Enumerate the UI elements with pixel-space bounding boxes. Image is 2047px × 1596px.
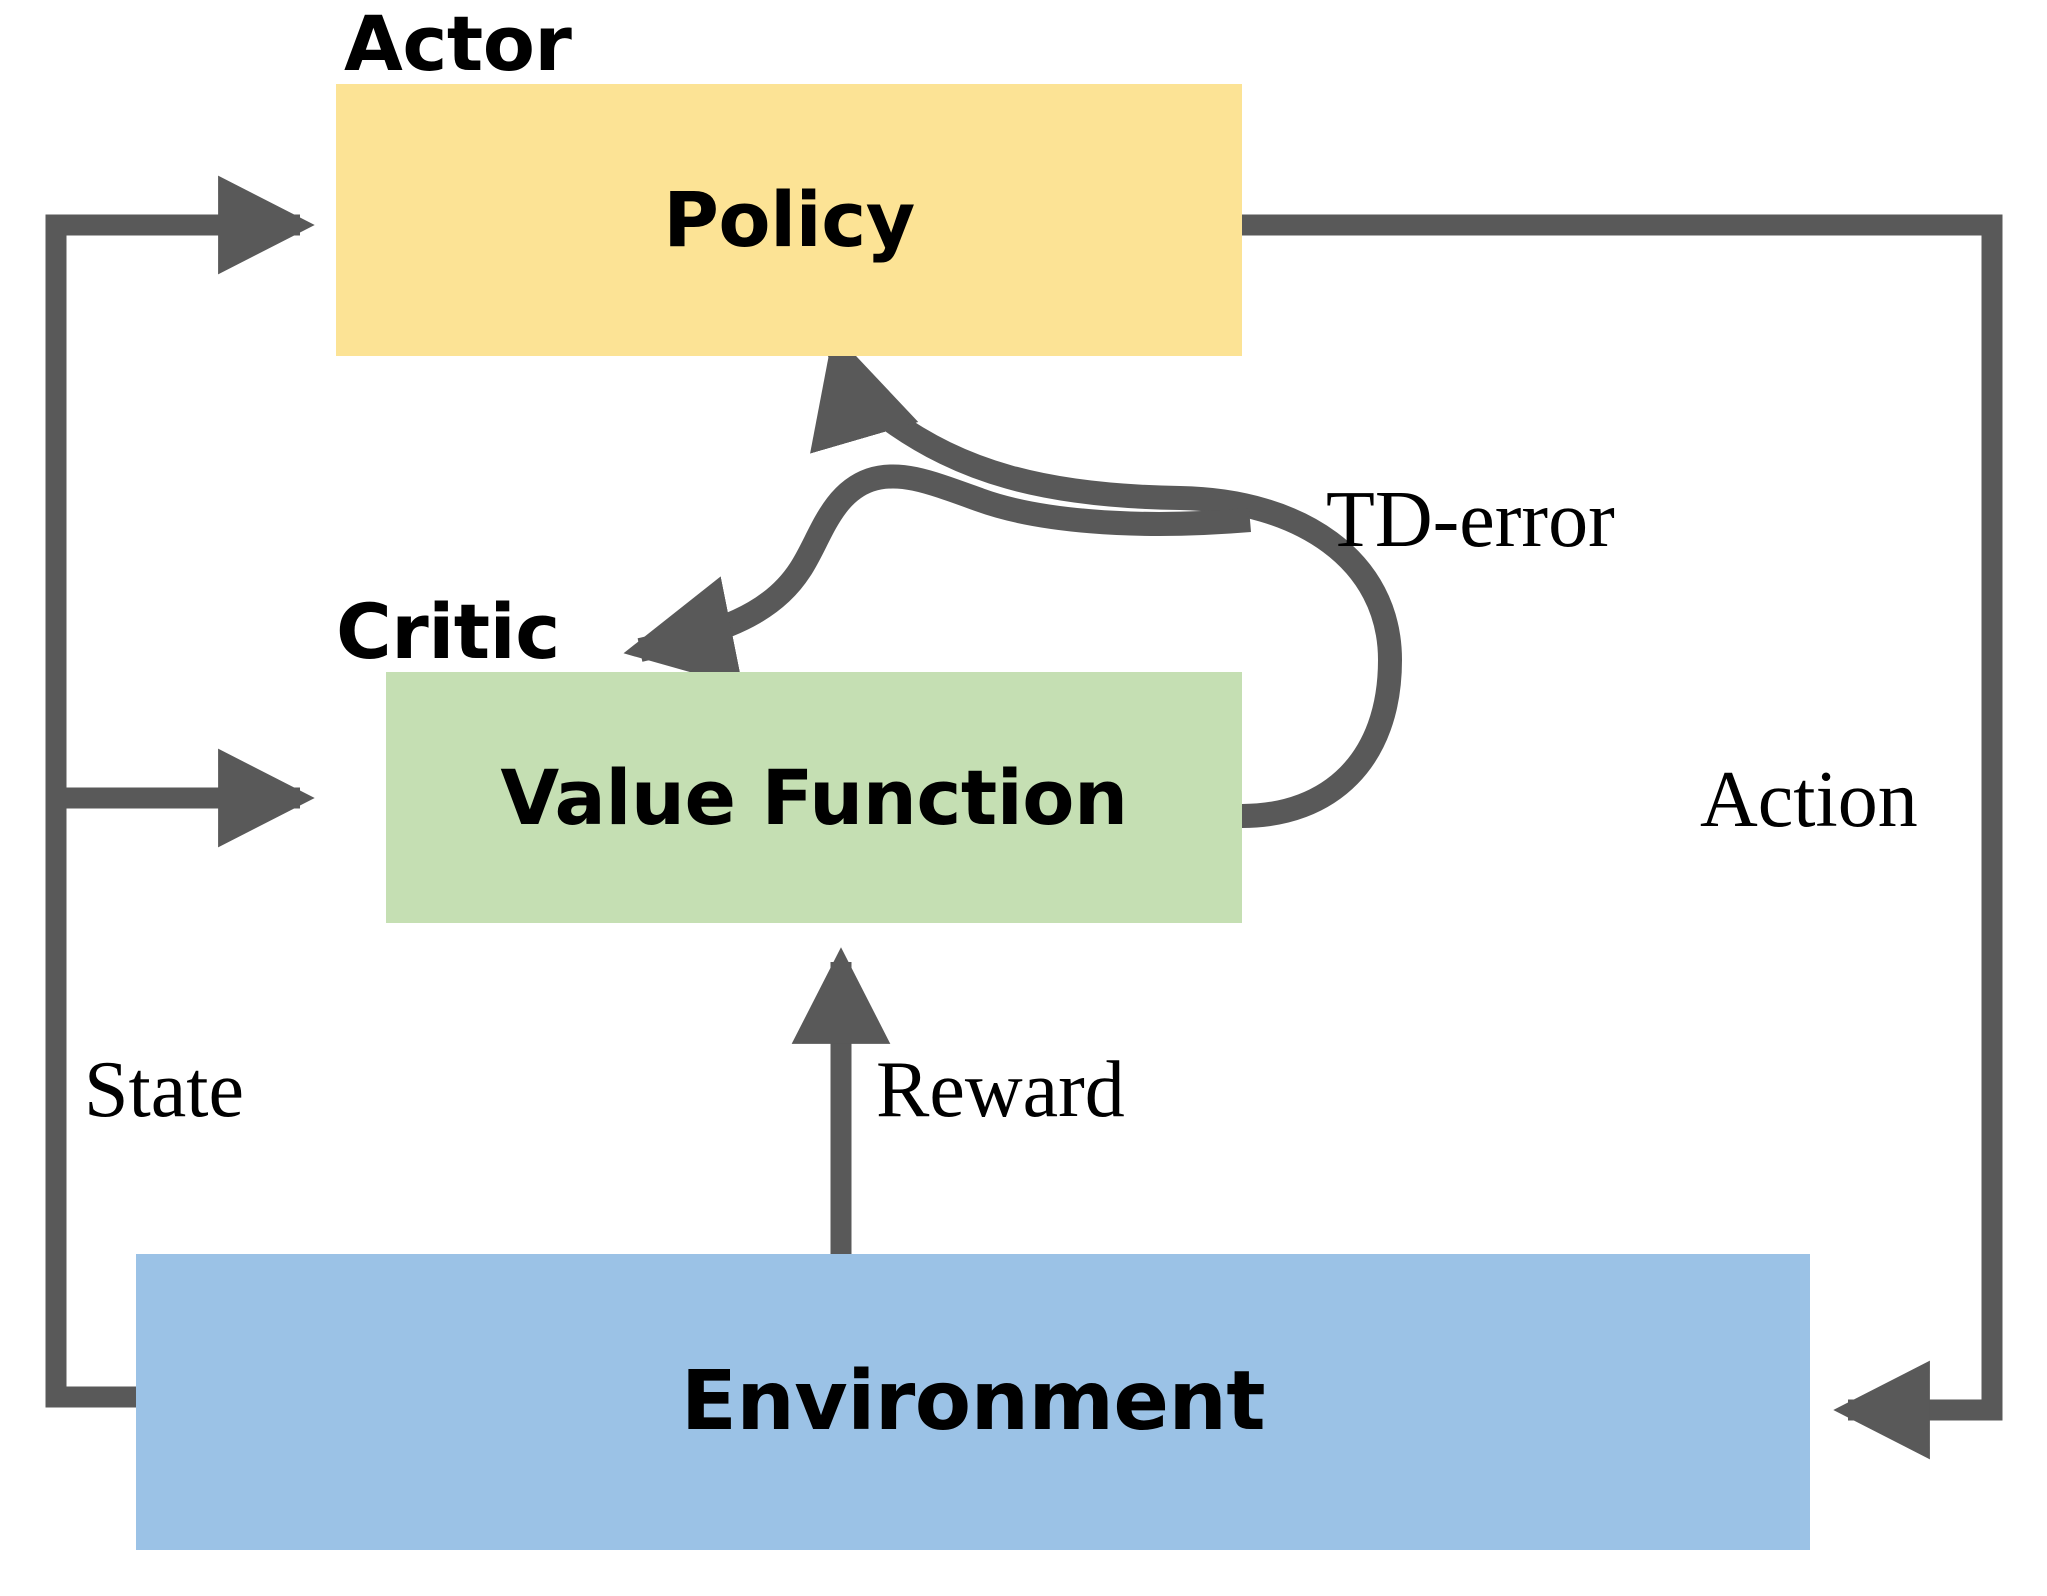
- group-title-actor: Actor: [344, 0, 572, 88]
- node-policy-label: Policy: [663, 175, 915, 264]
- edge-label-reward: Reward: [876, 1046, 1125, 1134]
- node-environment-label: Environment: [680, 1354, 1266, 1449]
- edge-state: [45, 175, 315, 1408]
- edge-td-error-feedback: [623, 464, 1251, 687]
- node-environment[interactable]: Environment: [136, 1254, 1810, 1550]
- node-value-function[interactable]: Value Function: [386, 672, 1242, 923]
- edge-label-state: State: [84, 1046, 244, 1134]
- node-policy[interactable]: Policy: [336, 84, 1242, 356]
- edge-label-action: Action: [1700, 756, 1918, 844]
- group-title-critic: Critic: [336, 587, 560, 676]
- edge-label-td-error: TD-error: [1326, 476, 1615, 564]
- node-value-function-label: Value Function: [500, 752, 1128, 842]
